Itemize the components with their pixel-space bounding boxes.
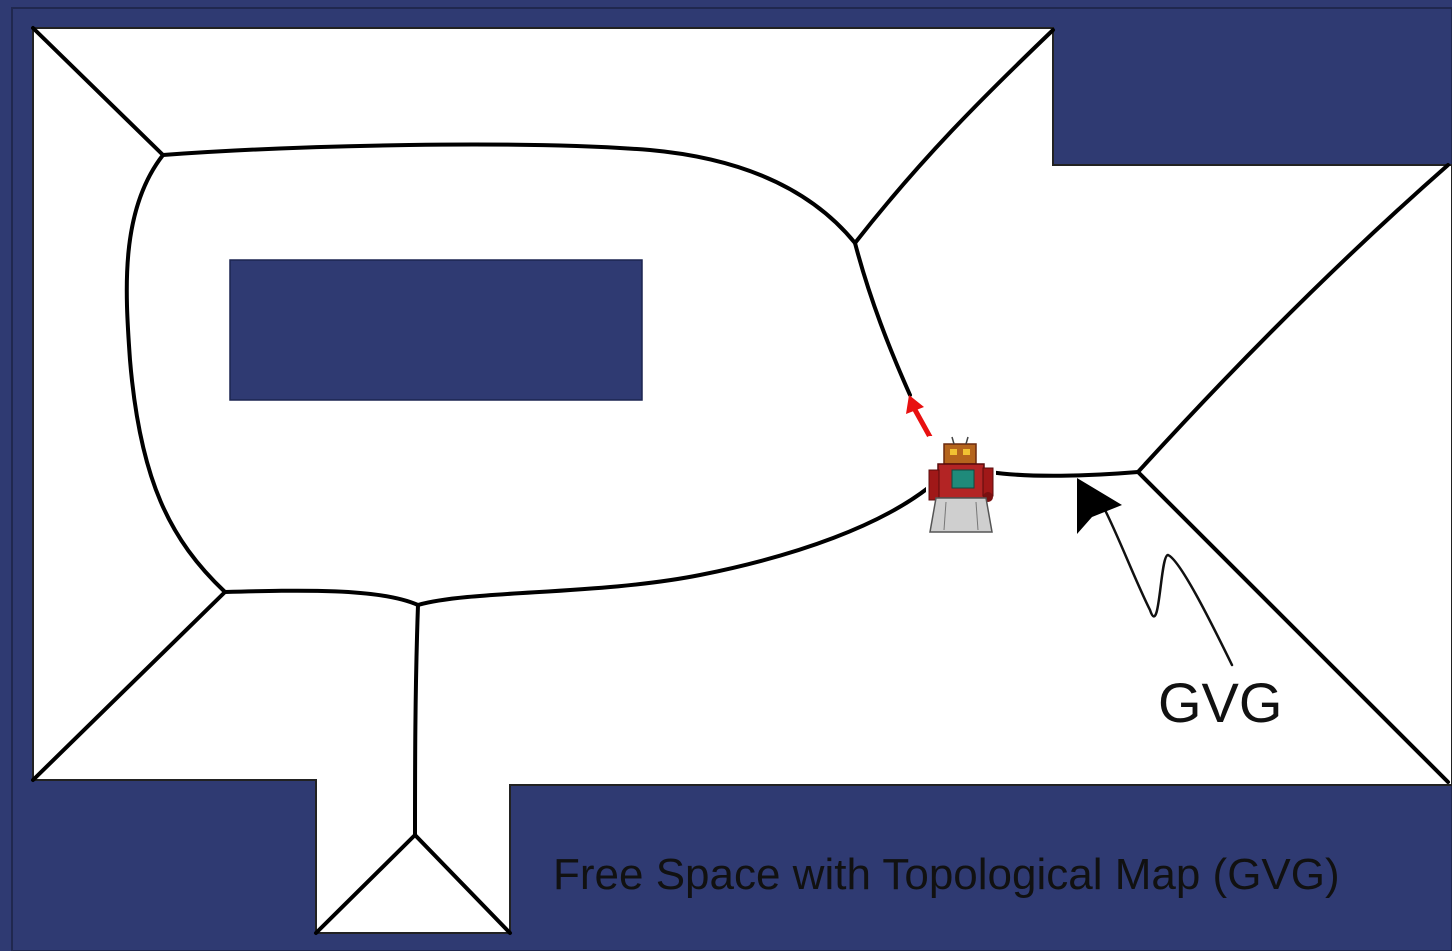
gvg-edge-bottom-left-diagonal xyxy=(31,590,227,782)
robot-icon xyxy=(926,436,996,536)
gvg-edge-corridor xyxy=(413,603,420,837)
gvg-edge-right-junction xyxy=(988,470,1140,478)
gvg-edge-top-right-diagonal xyxy=(853,28,1055,245)
gvg-edge-corridor-right-fork xyxy=(413,833,512,935)
diagram-frame xyxy=(11,7,1452,951)
free-space-region xyxy=(32,27,1452,934)
gvg-edge-right-lobe-upper xyxy=(853,241,912,397)
diagram-caption: Free Space with Topological Map (GVG) xyxy=(553,850,1340,899)
gvg-edge-loop-top xyxy=(161,142,857,245)
gvg-edge-right-top-diagonal xyxy=(1136,163,1450,474)
callout-arrow-icon xyxy=(1077,478,1234,667)
gvg-edge-loop-left xyxy=(124,153,227,594)
gvg-edge-loop-bottom xyxy=(223,486,930,607)
gvg-edge-right-bottom-diagonal xyxy=(1136,470,1450,784)
inner-obstacle xyxy=(229,259,643,401)
gvg-edge-corridor-left-fork xyxy=(314,833,417,935)
gvg-edges xyxy=(31,26,1450,935)
gvg-callout-label: GVG xyxy=(1158,671,1282,734)
gvg-edge-top-left-diagonal xyxy=(31,26,165,157)
